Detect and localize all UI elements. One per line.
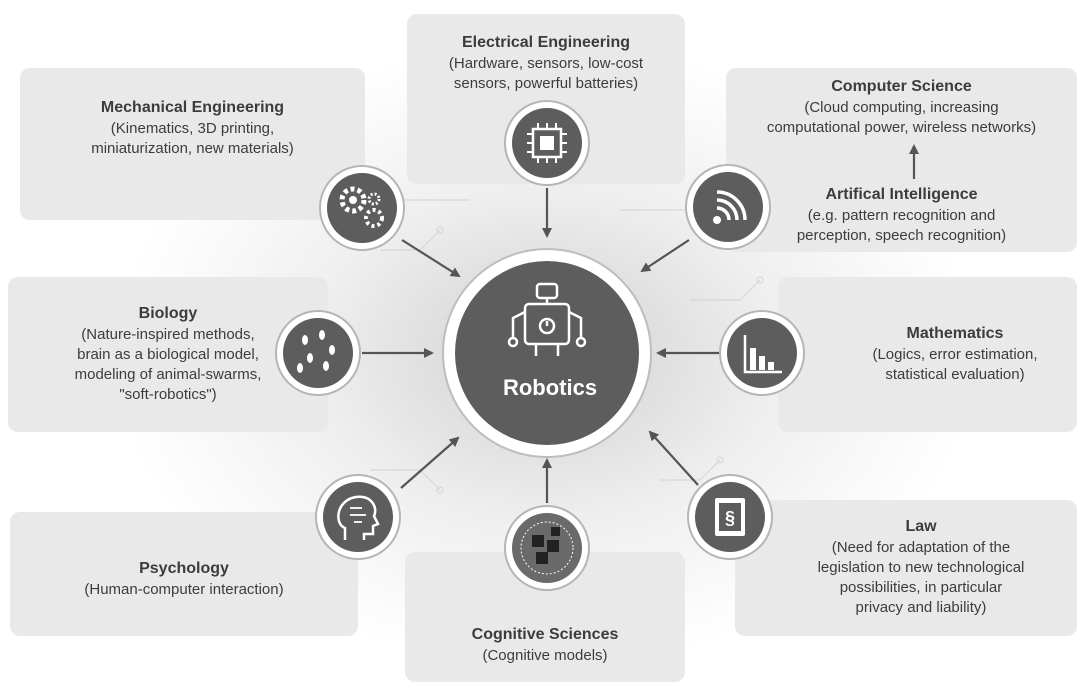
title-biology: Biology <box>138 304 198 322</box>
title-mathematics: Mathematics <box>906 324 1004 342</box>
arrow-mechanical <box>401 239 461 278</box>
desc-cognitive-sciences: (Cognitive models) <box>482 647 608 664</box>
title-artificial-intelligence: Artifical Intelligence <box>825 186 978 203</box>
desc-mechanical-engineering: (Kinematics, 3D printing, miniaturizatio… <box>91 120 294 157</box>
title-psychology: Psychology <box>139 560 229 577</box>
title-law: Law <box>905 518 937 535</box>
robotics-center <box>442 248 652 458</box>
desc-mathematics: (Logics, error estimation, statistical e… <box>872 345 1038 383</box>
wireless-icon <box>685 164 771 250</box>
robot-icon <box>507 282 587 356</box>
box-law: Law (Need for adaptation of the legislat… <box>735 500 1077 636</box>
arrow-computer-science <box>640 239 690 273</box>
bar-chart-icon <box>719 310 805 396</box>
head-circuit-icon <box>315 474 401 560</box>
box-computer-science: Computer Science (Cloud computing, incre… <box>726 68 1077 252</box>
box-mechanical-engineering: Mechanical Engineering (Kinematics, 3D p… <box>20 68 365 220</box>
desc-artificial-intelligence: (e.g. pattern recognition and perception… <box>796 207 1007 244</box>
robotics-label: Robotics <box>502 375 598 400</box>
chip-icon <box>504 100 590 186</box>
desc-electrical-engineering: (Hardware, sensors, low-cost sensors, po… <box>448 55 644 92</box>
arrow-psychology <box>400 436 460 489</box>
svg-text:§: § <box>725 508 735 528</box>
desc-computer-science: (Cloud computing, increasing computation… <box>766 99 1037 136</box>
title-cognitive-sciences: Cognitive Sciences <box>471 626 619 643</box>
title-electrical-engineering: Electrical Engineering <box>461 34 631 51</box>
box-biology: Biology (Nature-inspired methods, brain … <box>8 277 328 432</box>
desc-psychology: (Human-computer interaction) <box>84 581 284 598</box>
box-mathematics: Mathematics (Logics, error estimation, s… <box>778 277 1077 432</box>
desc-law: (Need for adaptation of the legislation … <box>817 539 1025 616</box>
arrows <box>362 144 919 503</box>
puzzle-icon <box>504 505 590 591</box>
ants-icon <box>275 310 361 396</box>
arrow-law <box>648 430 699 486</box>
gears-icon <box>319 165 405 251</box>
title-mechanical-engineering: Mechanical Engineering <box>100 99 285 116</box>
box-psychology: Psychology (Human-computer interaction) <box>10 512 358 636</box>
title-computer-science: Computer Science <box>831 78 972 95</box>
desc-biology: (Nature-inspired methods, brain as a bio… <box>74 325 262 403</box>
law-book-icon: § <box>687 474 773 560</box>
